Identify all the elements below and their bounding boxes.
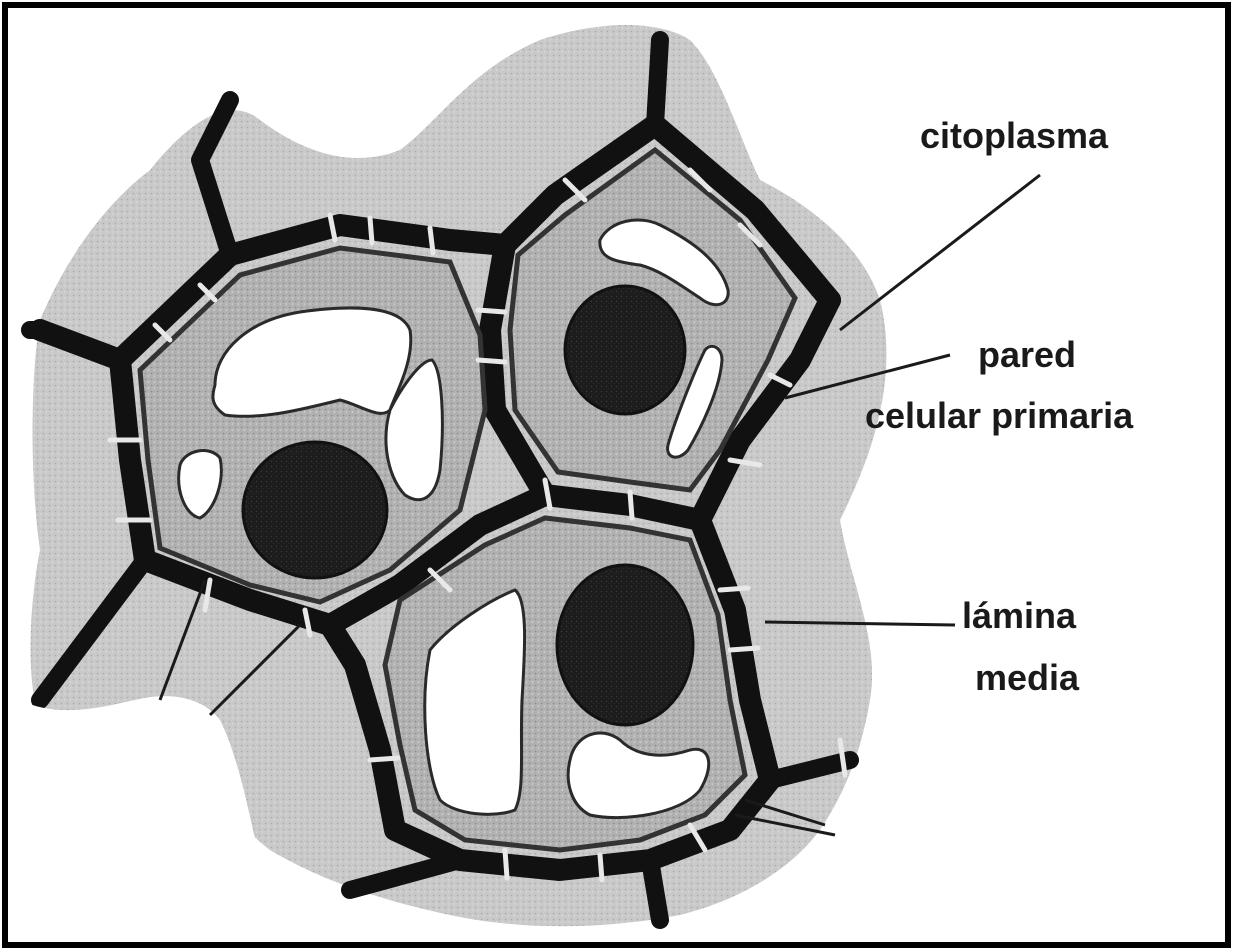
label-lamina-line1: lámina	[962, 595, 1077, 636]
nucleus-left	[243, 442, 387, 578]
label-pared-line2: celular primaria	[865, 395, 1134, 436]
nucleus-lower-right	[557, 565, 693, 725]
label-pared-line1: pared	[978, 334, 1076, 375]
label-lamina-line2: media	[975, 657, 1080, 698]
label-citoplasma: citoplasma	[920, 115, 1109, 156]
nucleus-upper-right	[565, 286, 685, 414]
